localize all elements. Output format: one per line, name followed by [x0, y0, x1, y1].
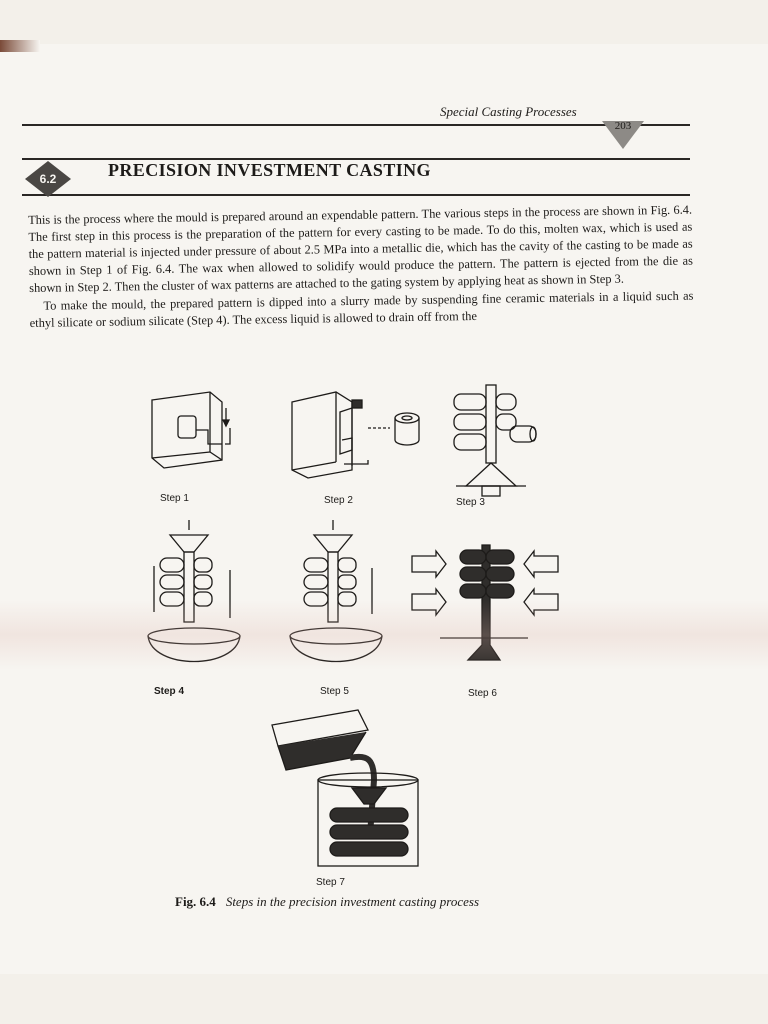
figure-caption: Fig. 6.4 Steps in the precision investmen… — [175, 894, 479, 910]
figure-6-4: Step 1 Step 2 Step 3 Step 4 Step 5 Step … — [130, 380, 570, 890]
step-1-illustration — [151, 391, 231, 469]
page-number-badge — [602, 121, 644, 149]
step-1-label: Step 1 — [160, 493, 189, 504]
step-4-label: Step 4 — [154, 686, 185, 697]
step-3-illustration — [453, 384, 537, 497]
paragraph-1: This is the process where the mould is p… — [28, 202, 693, 295]
section-number: 6.2 — [39, 172, 57, 186]
running-head: Special Casting Processes — [440, 104, 577, 119]
step-2-label: Step 2 — [324, 495, 353, 506]
section-rule-top — [22, 158, 690, 160]
header-rule — [22, 124, 690, 126]
step-3-label: Step 3 — [456, 497, 485, 508]
step-5-illustration — [289, 520, 383, 662]
step-5-label: Step 5 — [320, 686, 349, 697]
step-6-illustration — [411, 544, 559, 661]
page-corner — [0, 40, 40, 52]
page-number: 203 — [614, 120, 632, 132]
step-7-illustration — [271, 709, 419, 867]
step-7-label: Step 7 — [316, 877, 345, 888]
step-2-illustration — [291, 391, 420, 479]
body-text: This is the process where the mould is p… — [28, 202, 694, 332]
section-rule-bottom — [22, 194, 690, 196]
section-title: PRECISION INVESTMENT CASTING — [108, 160, 431, 180]
figure-number: Fig. 6.4 — [175, 894, 216, 909]
step-4-illustration — [147, 520, 241, 662]
figure-caption-text: Steps in the precision investment castin… — [225, 894, 480, 909]
casting-steps-illustration — [147, 384, 559, 867]
step-6-label: Step 6 — [468, 688, 497, 699]
section-number-badge — [25, 161, 71, 197]
